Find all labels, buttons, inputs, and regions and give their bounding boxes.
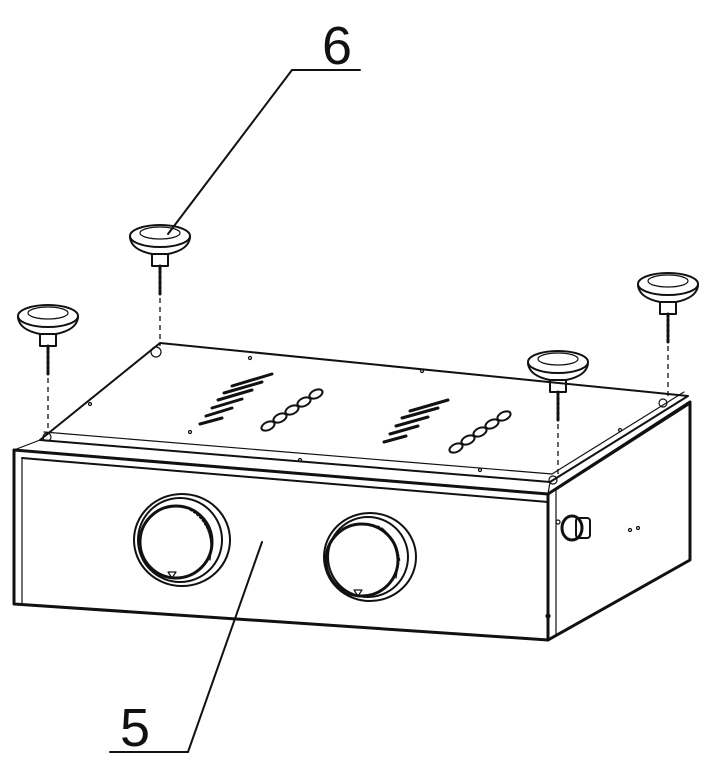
top-screw-hole <box>150 346 162 358</box>
front-knob-right <box>323 512 417 602</box>
enclosure-front-face <box>12 448 550 642</box>
callout-6-leader <box>167 69 293 235</box>
top-screw-hole <box>548 475 558 485</box>
foot-back-right <box>637 272 699 398</box>
vent-slots-left <box>198 372 324 432</box>
callout-5: 5 <box>109 541 263 758</box>
side-connector <box>545 514 641 619</box>
callout-5-leader <box>187 541 263 753</box>
enclosure-box <box>12 342 692 642</box>
vent-slots-right <box>382 398 512 454</box>
foot-far-left <box>17 304 79 430</box>
foot-back-left <box>129 224 191 346</box>
front-knob-left <box>133 493 231 587</box>
callout-6-label: 6 <box>322 16 352 76</box>
callout-6: 6 <box>167 16 361 235</box>
foot-front-right <box>527 350 589 474</box>
enclosure-right-face <box>546 400 692 642</box>
callout-5-label: 5 <box>120 698 150 758</box>
top-screw-hole <box>658 398 668 408</box>
top-screw-hole <box>42 432 52 442</box>
